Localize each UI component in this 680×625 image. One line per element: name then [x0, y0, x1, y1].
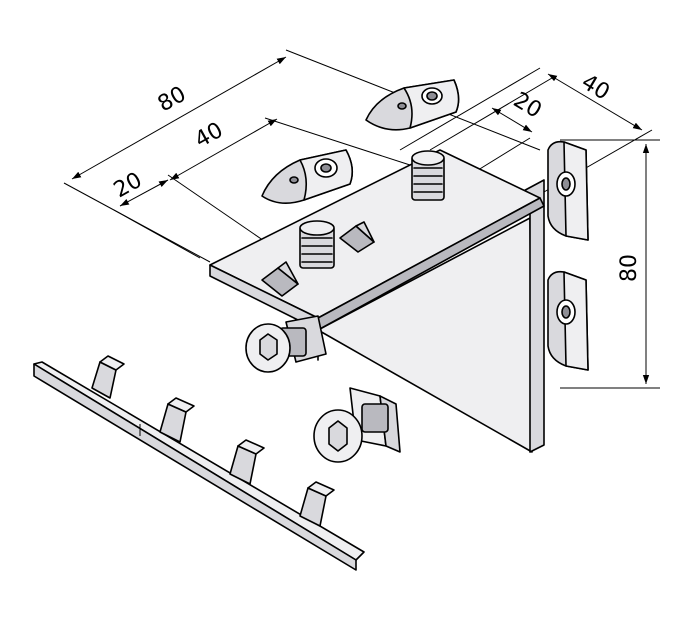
clip-4 — [299, 481, 335, 527]
angle-bracket — [209, 149, 545, 453]
alignment-tab-1 — [261, 261, 299, 297]
clip-3 — [229, 439, 265, 485]
t-nut-right-lower — [547, 270, 589, 371]
dim-label-40-top: 40 — [191, 118, 228, 153]
dimension-20-top: 20 — [110, 168, 201, 259]
threaded-stud-rear — [411, 150, 445, 201]
clip-2 — [159, 397, 195, 443]
dim-label-20-right: 20 — [509, 88, 546, 124]
button-head-screw-loose — [313, 387, 401, 463]
button-head-screw-attached — [245, 315, 327, 373]
dimension-80-right: 80 — [560, 139, 660, 389]
threaded-stud-front — [299, 220, 335, 269]
cover-strip — [33, 355, 365, 571]
dim-label-20-top: 20 — [110, 168, 147, 203]
t-nut-right-upper — [547, 140, 589, 241]
alignment-tab-2 — [339, 221, 375, 253]
dim-label-40-right: 40 — [577, 70, 614, 106]
dim-label-80-right: 80 — [617, 254, 642, 282]
dim-label-80-top: 80 — [154, 82, 191, 117]
t-nut-top-right — [365, 79, 460, 131]
t-nut-top-left — [261, 149, 354, 204]
clip-1 — [91, 355, 125, 399]
